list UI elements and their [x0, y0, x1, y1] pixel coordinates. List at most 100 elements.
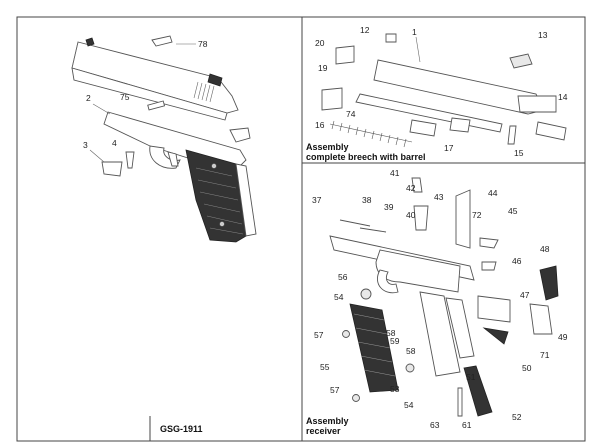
- part-52-grip-panel: [463, 365, 493, 417]
- callout-46: 46: [512, 256, 522, 266]
- hammer: [229, 127, 251, 143]
- part-44-spring: [455, 189, 471, 249]
- part-12-pin: [385, 33, 397, 43]
- part-38-spring: [359, 227, 387, 233]
- part-57-screw-lower: [352, 394, 360, 402]
- top-right-callouts: 1 12 13 14 15 16 17 19 20 74 Assembly co…: [306, 25, 568, 162]
- assembled-pistol-view: [71, 35, 257, 243]
- callout-39: 39: [384, 202, 394, 212]
- callout-54a: 54: [334, 292, 344, 302]
- callout-57a: 57: [314, 330, 324, 340]
- left-callouts: 78 2 75 3 4: [83, 39, 208, 163]
- callout-44: 44: [488, 188, 498, 198]
- part-16-recoil-spring: [329, 120, 413, 148]
- receiver-trigger-guard: [377, 269, 399, 294]
- part-14-extractor: [535, 121, 567, 141]
- callout-37: 37: [312, 195, 322, 205]
- callout-47: 47: [520, 290, 530, 300]
- part-57-screw: [342, 330, 350, 338]
- callout-56: 56: [338, 272, 348, 282]
- part-46-part: [481, 261, 497, 271]
- callout-75: 75: [120, 92, 130, 102]
- outer-frame: [16, 16, 586, 442]
- trigger: [167, 151, 179, 167]
- part-47-housing: [477, 295, 511, 323]
- callout-45: 45: [508, 206, 518, 216]
- part-40-disconnector: [413, 205, 429, 231]
- callout-4: 4: [112, 138, 117, 148]
- part-4-pin: [125, 151, 135, 169]
- callout-63: 63: [430, 420, 440, 430]
- bushing: [517, 95, 557, 113]
- callout-2: 2: [86, 93, 91, 103]
- part-15-pin: [507, 125, 517, 145]
- model-label: GSG-1911: [160, 424, 203, 434]
- part-75-pin: [147, 100, 166, 111]
- callout-13: 13: [538, 30, 548, 40]
- part-19-plug: [321, 87, 343, 111]
- callout-49: 49: [558, 332, 568, 342]
- callout-59: 59: [390, 336, 400, 346]
- callout-53: 53: [390, 384, 400, 394]
- part-20-plug: [335, 45, 355, 65]
- callout-43: 43: [434, 192, 444, 202]
- front-sight: [85, 37, 95, 47]
- grip: [185, 149, 257, 243]
- breech-assembly-view: [321, 33, 567, 148]
- part-37-pin: [339, 219, 371, 227]
- callout-54b: 54: [404, 400, 414, 410]
- part-61-pin: [457, 387, 463, 417]
- callout-72: 72: [472, 210, 482, 220]
- callout-58b: 58: [406, 346, 416, 356]
- callout-55: 55: [320, 362, 330, 372]
- receiver-frame-body: [375, 249, 461, 293]
- barrel-link: [449, 117, 471, 133]
- callout-3: 3: [83, 140, 88, 150]
- part-17-guide: [409, 119, 437, 137]
- callout-78: 78: [198, 39, 208, 49]
- mainspring-housing: [445, 297, 475, 359]
- frame: [103, 111, 251, 171]
- bottom-right-callouts: 37 38 39 40 41 42 43 44 45 46 47 48 49 5…: [306, 168, 568, 436]
- part-3-housing: [101, 161, 123, 177]
- breech-caption-line1: Assembly: [306, 142, 349, 152]
- callout-74: 74: [346, 109, 356, 119]
- part-56-bushing: [360, 288, 372, 300]
- callout-42: 42: [406, 183, 416, 193]
- receiver-caption-line1: Assembly: [306, 416, 349, 426]
- part-50-sear: [482, 327, 509, 345]
- receiver-caption-line2: receiver: [306, 426, 341, 436]
- part-45-part: [479, 237, 499, 249]
- callout-38: 38: [362, 195, 372, 205]
- part-48-hammer: [539, 265, 559, 301]
- callout-71: 71: [540, 350, 550, 360]
- part-78-pin: [151, 35, 173, 47]
- part-49-safety: [529, 303, 553, 335]
- callout-41: 41: [390, 168, 400, 178]
- callout-48: 48: [540, 244, 550, 254]
- callout-50: 50: [522, 363, 532, 373]
- callout-40: 40: [406, 210, 416, 220]
- callout-51: 51: [466, 372, 476, 382]
- part-55-grip-panel: [349, 303, 399, 393]
- part-53-screw: [405, 363, 415, 373]
- callout-19: 19: [318, 63, 328, 73]
- callout-57b: 57: [330, 385, 340, 395]
- callout-1: 1: [412, 27, 417, 37]
- callout-17: 17: [444, 143, 454, 153]
- callout-52: 52: [512, 412, 522, 422]
- part-13-sight: [509, 53, 533, 69]
- callout-14: 14: [558, 92, 568, 102]
- callout-61: 61: [462, 420, 472, 430]
- callout-15: 15: [514, 148, 524, 158]
- slide: [71, 37, 239, 121]
- breech-caption-line2: complete breech with barrel: [306, 152, 426, 162]
- part-41-pin: [411, 177, 423, 193]
- rear-sight: [207, 73, 223, 87]
- callout-58a: 58: [386, 328, 396, 338]
- callout-16: 16: [315, 120, 325, 130]
- callout-20: 20: [315, 38, 325, 48]
- receiver-assembly-view: [329, 177, 559, 417]
- slide-serrations: [193, 81, 215, 103]
